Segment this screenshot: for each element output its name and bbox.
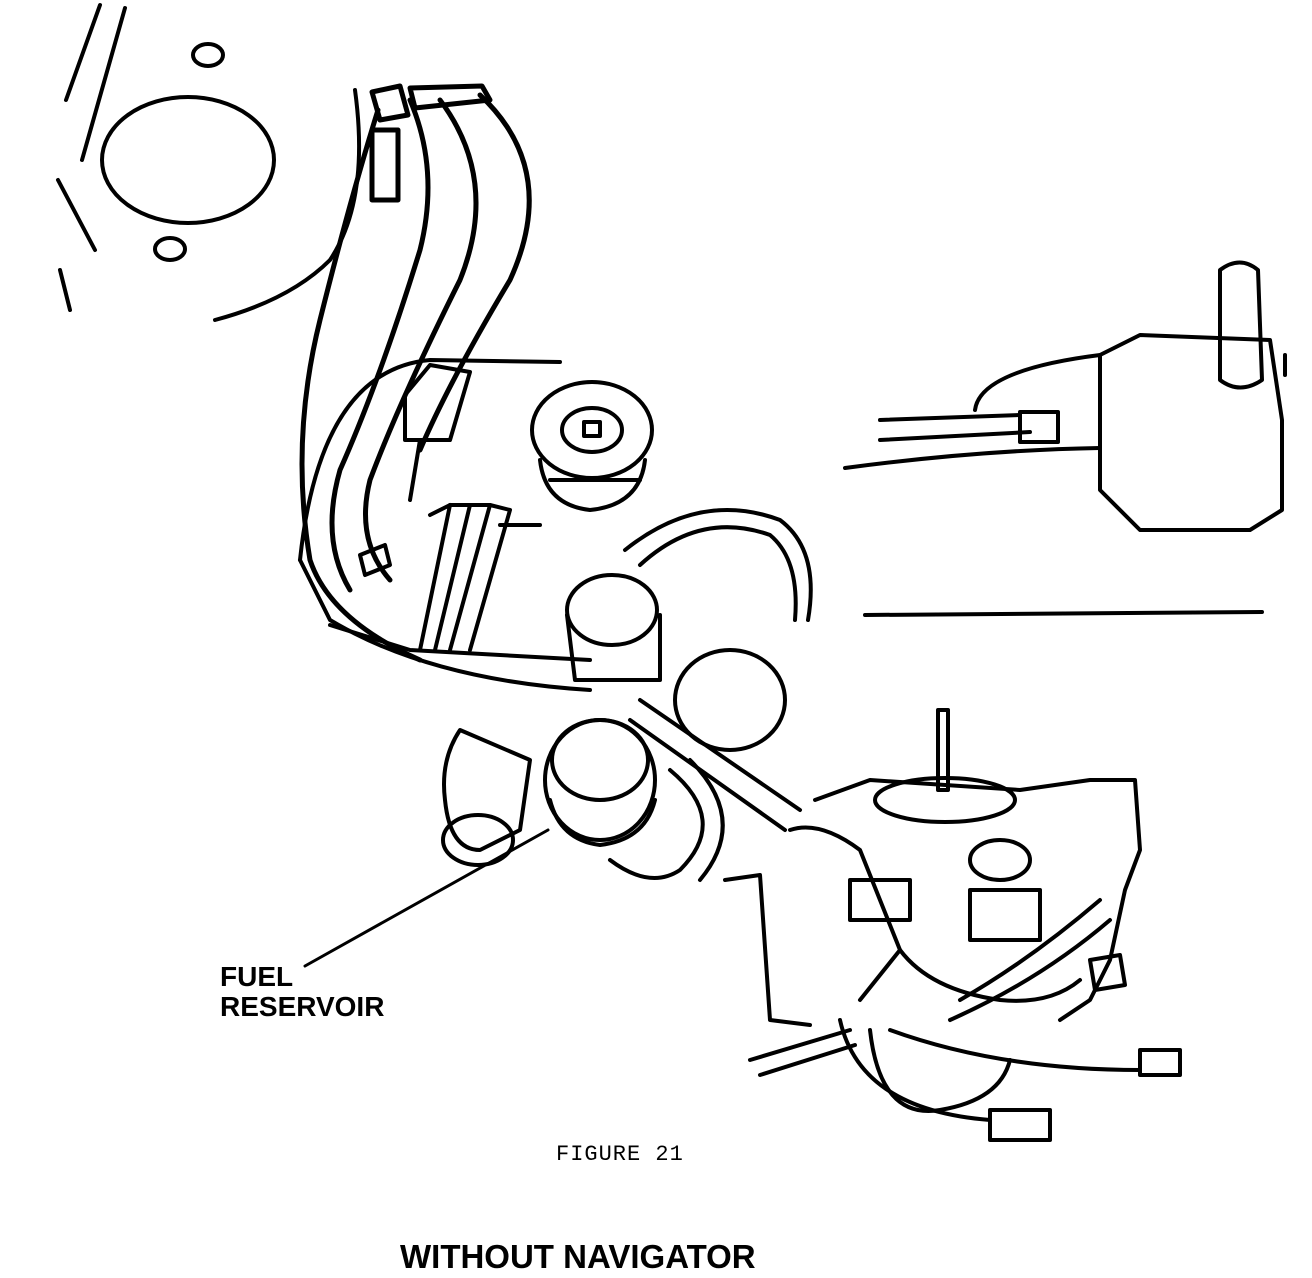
page-title: WITHOUT NAVIGATOR [400, 1238, 756, 1275]
fuel-reservoir [441, 508, 813, 882]
callout-line-1: FUEL [220, 961, 294, 992]
radiator-cap [530, 380, 654, 512]
engine-mounting-plate [56, 3, 362, 322]
vacuum-hoses [299, 83, 532, 663]
carburetor [723, 708, 1182, 1142]
figure-caption: FIGURE 21 [556, 1142, 684, 1167]
valve-cover [843, 260, 1287, 617]
fuel-reservoir-leader-line [303, 828, 550, 968]
fuel-reservoir-label: FUEL RESERVOIR [220, 962, 384, 1022]
callout-line-2: RESERVOIR [220, 991, 385, 1022]
air-cleaner-housing [298, 358, 592, 692]
